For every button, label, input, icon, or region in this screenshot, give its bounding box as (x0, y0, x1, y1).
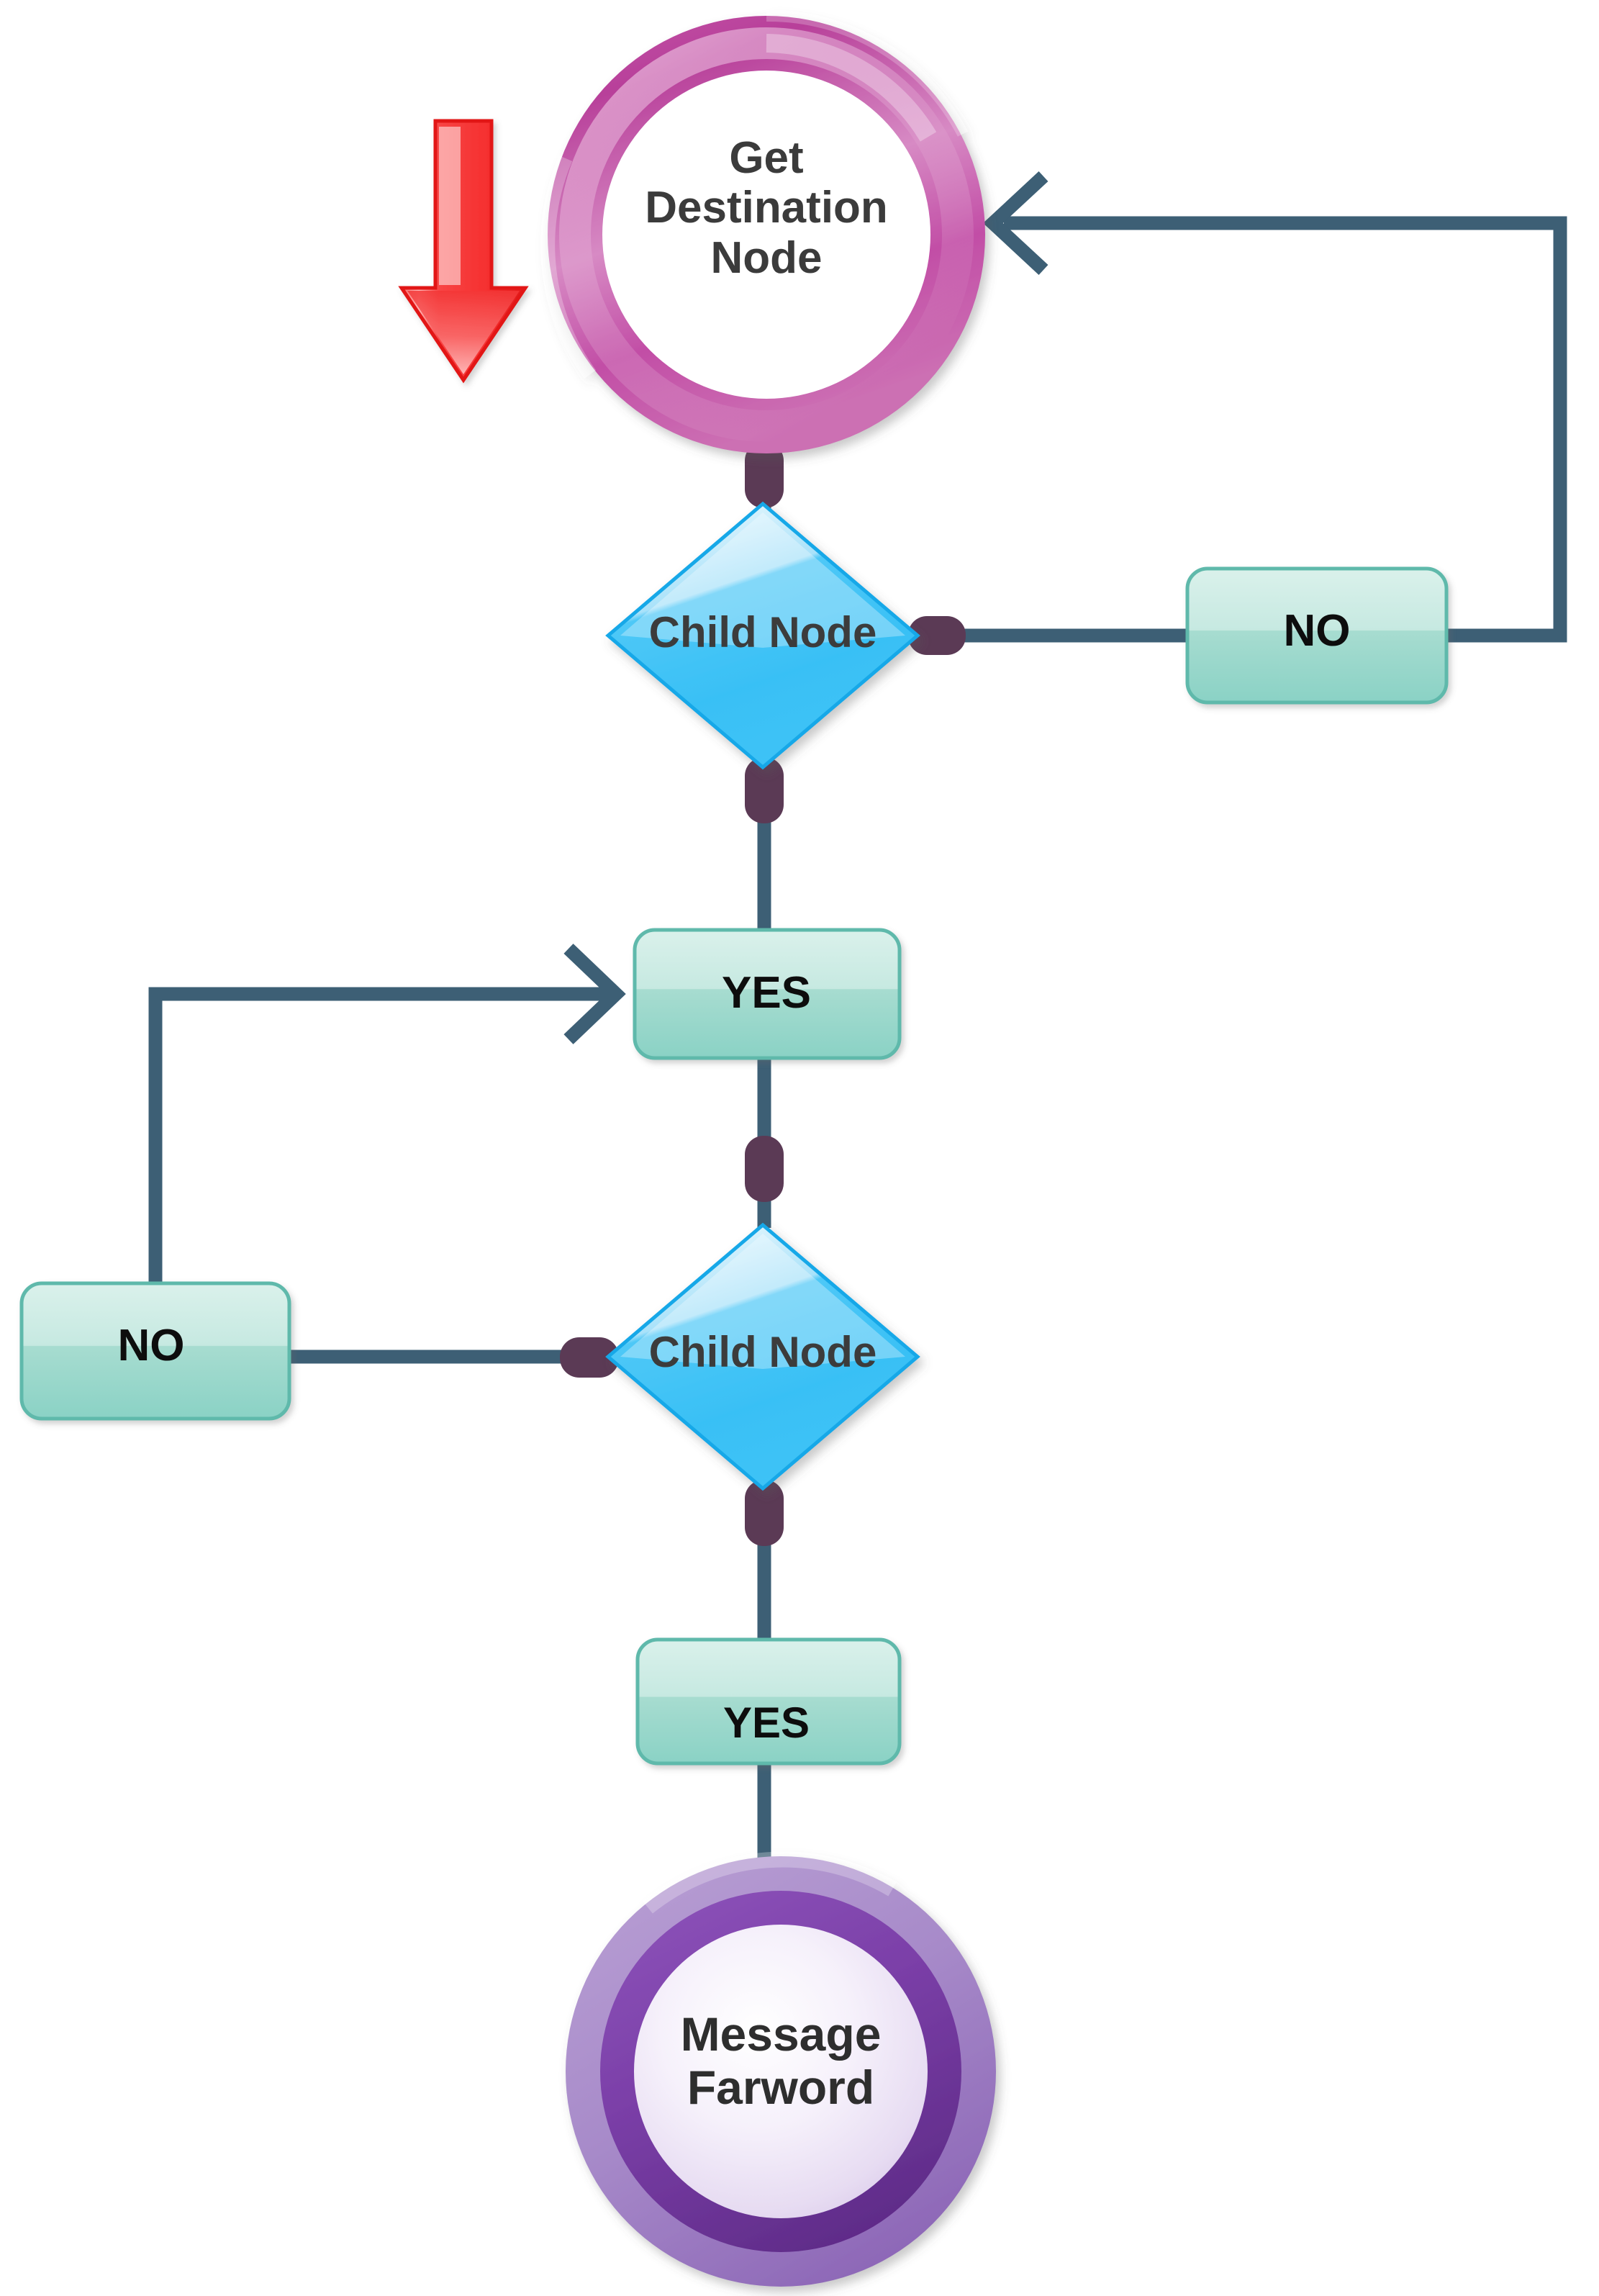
red-down-arrow (398, 119, 529, 384)
connector-dots (560, 442, 966, 1546)
no-branch-box-1[interactable] (1185, 566, 1449, 705)
edge-no-right-loop (1004, 216, 1567, 643)
edge-no-left-loop (148, 987, 612, 1283)
dot-decision1-yes1 (745, 757, 784, 823)
dot-yes1-decision2 (745, 1136, 784, 1202)
no-branch-box-2[interactable] (19, 1281, 291, 1421)
end-node-circle[interactable] (566, 1851, 996, 2287)
arrowheads (563, 171, 1048, 1044)
decision-node-1[interactable] (605, 501, 920, 770)
yes-branch-box-2[interactable] (635, 1637, 902, 1766)
yes-branch-box-1[interactable] (633, 928, 902, 1060)
dot-decision1-right (908, 616, 966, 655)
arrowhead-into-start-circle (983, 171, 1048, 275)
decision-node-2[interactable] (605, 1222, 920, 1491)
arrowhead-into-yes1 (563, 944, 626, 1044)
start-node-circle[interactable] (540, 9, 985, 453)
dot-decision2-yes2 (745, 1480, 784, 1546)
dot-decision2-left (560, 1337, 619, 1378)
dot-start-decision1 (745, 442, 784, 508)
